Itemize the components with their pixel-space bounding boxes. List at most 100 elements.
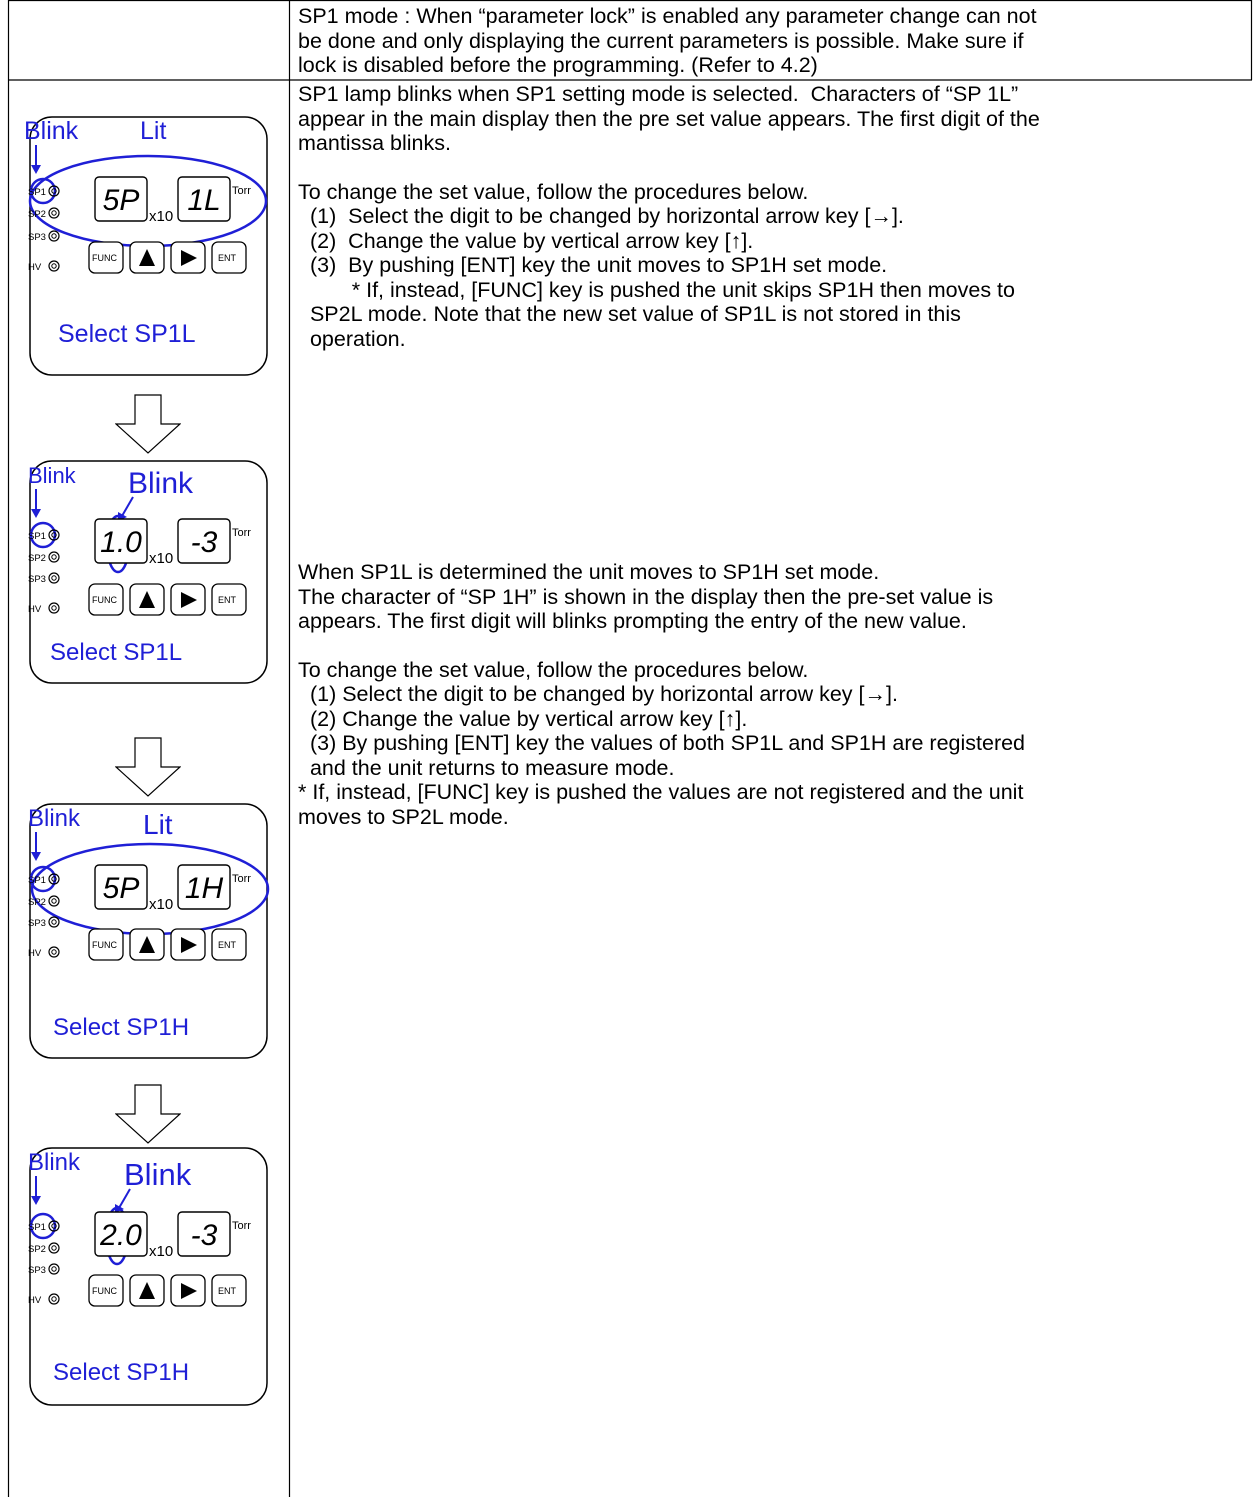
- procedure-intro: To change the set value, follow the proc…: [298, 657, 809, 682]
- lamp-label: SP2: [28, 897, 46, 908]
- lamp-icon: [48, 260, 60, 272]
- lamp-icon: [48, 230, 60, 242]
- panel-caption: Select SP1L: [58, 320, 196, 348]
- unit-label: Torr: [232, 527, 251, 539]
- panel-caption: Select SP1H: [53, 1014, 189, 1041]
- procedure-step: (1) Select the digit to be changed by ho…: [298, 682, 898, 706]
- procedure-step: (2) Change the value by vertical arrow k…: [298, 706, 748, 731]
- lamp-icon: [48, 529, 60, 541]
- lamp-label: HV: [28, 604, 42, 615]
- panel-drawing: Blink Blink SP1 SP2 SP3 HV 1.0 x10 -3 To…: [28, 460, 268, 684]
- lamp-label: SP3: [28, 232, 46, 243]
- section-line: When SP1L is determined the unit moves t…: [298, 560, 880, 584]
- flow-down-arrow-icon: [115, 394, 181, 454]
- lamp-icon: [48, 1220, 60, 1232]
- panel-caption: Select SP1L: [50, 639, 182, 666]
- lamp-icon: [48, 1293, 60, 1305]
- func-key-label: FUNC: [92, 1286, 117, 1296]
- procedure-step: (1) Select the digit to be changed by ho…: [298, 204, 904, 228]
- triangle-up-icon: [139, 1282, 155, 1299]
- enter-key-label: ENT: [218, 595, 237, 605]
- controller-panel-4: Blink Blink SP1 SP2 SP3 HV 2.0 x10 -3 To…: [28, 1147, 268, 1406]
- lamp-highlight-circle: [29, 1212, 57, 1240]
- lamp-label: HV: [28, 948, 42, 959]
- blink-annotation: Blink: [28, 463, 77, 488]
- controller-panel-1: Blink Lit SP1 SP2 SP3 HV 5P x10 1L Torr …: [24, 116, 268, 376]
- panel-drawing: Blink Lit SP1 SP2 SP3 HV 5P x10 1H Torr …: [28, 803, 270, 1059]
- triangle-up-icon: [139, 936, 155, 953]
- triangle-right-icon: [181, 250, 197, 266]
- enter-key: [211, 241, 247, 274]
- mantissa-display: [94, 176, 148, 222]
- multiplier-label: x10: [149, 1243, 173, 1260]
- mantissa-readout: 5P: [103, 872, 140, 905]
- exponent-display: [177, 176, 231, 222]
- unit-label: Torr: [232, 873, 251, 885]
- lamp-label: SP2: [28, 1244, 46, 1255]
- sp1l-instructions: SP1 lamp blinks when SP1 setting mode is…: [298, 82, 1248, 351]
- exponent-readout: 1L: [187, 184, 220, 217]
- mantissa-readout: 5P: [103, 184, 140, 217]
- unit-label: Torr: [232, 1220, 251, 1232]
- exponent-readout: 1H: [185, 872, 224, 905]
- lamp-label: SP2: [28, 209, 46, 220]
- unit-label: Torr: [232, 185, 251, 197]
- panel-drawing: Blink Blink SP1 SP2 SP3 HV 2.0 x10 -3 To…: [28, 1147, 268, 1406]
- section-line: appears. The first digit will blinks pro…: [298, 609, 967, 633]
- lamp-icon: [48, 946, 60, 958]
- func-key-label: FUNC: [92, 940, 117, 950]
- arrow-down-icon: [31, 165, 41, 174]
- mantissa-display: [94, 864, 148, 910]
- lamp-label: SP3: [28, 574, 46, 585]
- enter-key-label: ENT: [218, 940, 237, 950]
- exponent-readout: -3: [191, 526, 218, 559]
- func-key: [88, 583, 124, 616]
- exponent-display: [177, 518, 231, 564]
- procedure-step: * If, instead, [FUNC] key is pushed the …: [298, 780, 1024, 804]
- lamp-icon: [48, 1242, 60, 1254]
- func-key-label: FUNC: [92, 253, 117, 263]
- section-line: SP1 lamp blinks when SP1 setting mode is…: [298, 82, 1019, 106]
- arrow-down-icon: [31, 1196, 41, 1205]
- lamp-icon: [48, 1263, 60, 1275]
- lit-annotation: Lit: [143, 809, 173, 840]
- procedure-step: moves to SP2L mode.: [298, 804, 509, 829]
- triangle-up-icon: [139, 249, 155, 266]
- exponent-display: [177, 1211, 231, 1257]
- controller-panel-3: Blink Lit SP1 SP2 SP3 HV 5P x10 1H Torr …: [28, 803, 270, 1059]
- exponent-readout: -3: [191, 1219, 218, 1252]
- lamp-icon: [48, 895, 60, 907]
- func-key: [88, 928, 124, 961]
- section-line: The character of “SP 1H” is shown in the…: [298, 584, 994, 609]
- section-line: mantissa blinks.: [298, 131, 451, 155]
- lamp-icon: [48, 207, 60, 219]
- procedure-step: (2) Change the value by vertical arrow k…: [298, 228, 754, 253]
- multiplier-label: x10: [149, 208, 173, 225]
- lamp-label: SP3: [28, 918, 46, 929]
- exponent-display: [177, 864, 231, 910]
- procedure-step: * If, instead, [FUNC] key is pushed the …: [298, 277, 1015, 302]
- mantissa-display: [94, 518, 148, 564]
- procedure-step: SP2L mode. Note that the new set value o…: [298, 302, 961, 326]
- triangle-up-icon: [139, 591, 155, 608]
- enter-key: [211, 1274, 247, 1307]
- multiplier-label: x10: [149, 896, 173, 913]
- mantissa-readout: 1.0: [100, 526, 142, 559]
- procedure-intro: To change the set value, follow the proc…: [298, 179, 809, 204]
- func-key-label: FUNC: [92, 595, 117, 605]
- enter-key: [211, 583, 247, 616]
- lamp-icon: [48, 873, 60, 885]
- procedure-steps: (1) Select the digit to be changed by ho…: [298, 204, 1248, 351]
- panel-frame: [29, 460, 268, 684]
- lamp-label: HV: [28, 262, 42, 273]
- mantissa-readout: 2.0: [99, 1219, 142, 1252]
- arrow-down-icon: [31, 509, 41, 518]
- procedure-steps: (1) Select the digit to be changed by ho…: [298, 682, 1248, 829]
- lamp-label: HV: [28, 1295, 42, 1306]
- func-key: [88, 241, 124, 274]
- func-key: [88, 1274, 124, 1307]
- intro-note: SP1 mode : When “parameter lock” is enab…: [298, 4, 1248, 78]
- intro-line: be done and only displaying the current …: [298, 28, 1024, 53]
